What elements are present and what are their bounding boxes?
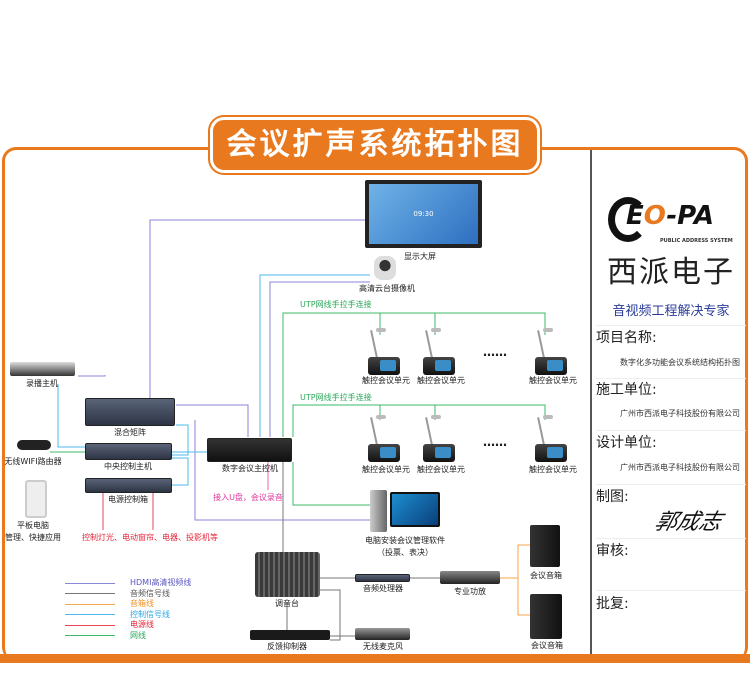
recorder-label: 录播主机 — [26, 379, 58, 388]
feedback-suppressor-device — [250, 630, 330, 640]
more-dots: …… — [483, 345, 507, 359]
amplifier-label: 专业功放 — [454, 587, 486, 596]
unit-label: 触控会议单元 — [417, 465, 465, 474]
review-label: 审核: — [596, 543, 629, 559]
unit-label: 触控会议单元 — [529, 465, 577, 474]
pc-tower-icon — [370, 490, 387, 532]
pc-sub-label: （投票、表决） — [377, 548, 433, 557]
project-label: 项目名称: — [596, 330, 657, 346]
central-control-device — [85, 443, 172, 460]
router-icon — [17, 440, 51, 450]
mixer-label: 调音台 — [275, 599, 299, 608]
utp-label-1: UTP网线手拉手连接 — [300, 300, 372, 309]
tablet-label: 平板电脑 — [17, 521, 49, 530]
mixer-device — [255, 552, 320, 597]
feedback-label: 反馈抑制器 — [267, 642, 307, 651]
builder-label: 施工单位: — [596, 382, 657, 398]
display-label: 显示大屏 — [404, 252, 436, 261]
router-label: 无线WIFI路由器 — [4, 457, 62, 466]
unit-label: 触控会议单元 — [529, 376, 577, 385]
legend-item: 控制信号线 — [65, 610, 191, 621]
designer-label: 设计单位: — [596, 435, 657, 451]
unit-label: 触控会议单元 — [362, 376, 410, 385]
project-value: 数字化多功能会议系统结构拓扑图 — [620, 358, 740, 367]
central-control-label: 中央控制主机 — [104, 462, 152, 471]
drawn-label: 制图: — [596, 489, 629, 505]
company-slogan: 音视频工程解决专家 — [612, 304, 730, 319]
speaker-icon — [530, 525, 560, 567]
panel-divider — [590, 150, 592, 654]
matrix-device — [85, 398, 175, 426]
speaker-icon — [530, 594, 562, 639]
recorder-device — [10, 362, 75, 376]
camera-icon — [374, 256, 396, 280]
usb-note: 接入U盘，会议录音 — [213, 493, 283, 502]
bottom-bar — [0, 654, 750, 663]
builder-value: 广州市西派电子科技股份有限公司 — [620, 409, 740, 418]
monitor-icon — [390, 492, 440, 527]
legend-item: 音箱线 — [65, 599, 191, 610]
wireless-mic-label: 无线麦克风 — [363, 642, 403, 651]
screen-time: 09:30 — [369, 184, 478, 244]
conference-unit — [368, 328, 400, 375]
processor-device — [355, 574, 410, 582]
company-name: 西派电子 — [607, 255, 735, 290]
diagram-title: 会议扩声系统拓扑图 — [210, 117, 540, 173]
company-logo: EO-PA PUBLIC ADDRESS SYSTEM — [608, 195, 743, 250]
legend-item: 音频信号线 — [65, 589, 191, 600]
power-control-device — [85, 478, 172, 493]
conference-unit — [535, 415, 567, 462]
legend: HDMI高清视频线 音频信号线 音箱线 控制信号线 电源线 网线 — [65, 578, 191, 641]
conference-unit — [535, 328, 567, 375]
designer-value: 广州市西派电子科技股份有限公司 — [620, 463, 740, 472]
utp-label-2: UTP网线手拉手连接 — [300, 393, 372, 402]
conference-unit — [423, 328, 455, 375]
legend-item: 电源线 — [65, 620, 191, 631]
unit-label: 触控会议单元 — [362, 465, 410, 474]
amplifier-device — [440, 571, 500, 584]
more-dots: …… — [483, 435, 507, 449]
matrix-label: 混合矩阵 — [114, 428, 146, 437]
processor-label: 音频处理器 — [363, 584, 403, 593]
main-controller-label: 数字会议主控机 — [222, 464, 278, 473]
approve-label: 批复: — [596, 596, 629, 612]
legend-item: 网线 — [65, 631, 191, 642]
unit-label: 触控会议单元 — [417, 376, 465, 385]
conference-unit — [368, 415, 400, 462]
power-control-label: 电源控制箱 — [108, 495, 148, 504]
legend-item: HDMI高清视频线 — [65, 578, 191, 589]
conference-unit — [423, 415, 455, 462]
wireless-mic-device — [355, 628, 410, 640]
tablet-icon — [25, 480, 47, 518]
speaker-label: 会议音箱 — [531, 641, 563, 650]
pc-label: 电脑安装会议管理软件 — [365, 536, 445, 545]
speaker-label: 会议音箱 — [530, 571, 562, 580]
control-note: 控制灯光、电动窗帘、电器、投影机等 — [82, 533, 218, 542]
display-screen-device: 09:30 — [365, 180, 482, 248]
main-controller-device — [207, 438, 292, 462]
tablet-sub-label: 管理、快捷应用 — [5, 533, 61, 542]
camera-label: 高清云台摄像机 — [359, 284, 415, 293]
signature: 郭成志 — [651, 510, 725, 535]
